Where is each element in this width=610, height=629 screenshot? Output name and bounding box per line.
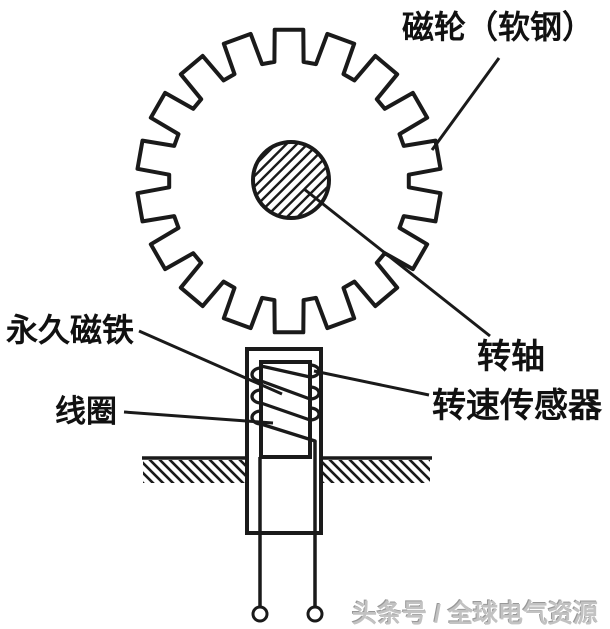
label-shaft: 转轴: [477, 338, 545, 376]
shaft-circle: [251, 140, 331, 220]
terminal-right: [306, 605, 324, 623]
mounting-wall-hatch-left: [143, 460, 247, 483]
leader-line-shaft: [303, 187, 491, 338]
leader-line-magnetic-wheel: [430, 57, 501, 151]
mounting-wall-hatch-right: [321, 460, 430, 483]
label-coil: 线圈: [55, 394, 117, 429]
terminal-left: [251, 605, 269, 623]
label-magnetic-wheel: 磁轮（软钢）: [402, 9, 595, 45]
sensor-housing-rect: [245, 347, 323, 535]
watermark-text: 头条号 / 全球电气资源: [352, 600, 598, 628]
gear-wheel-outline: [135, 27, 443, 335]
label-permanent-magnet: 永久磁铁: [6, 312, 135, 348]
leader-line-speed-sensor: [313, 369, 430, 397]
label-speed-sensor: 转速传感器: [432, 387, 602, 425]
leader-line-permanent-magnet: [138, 329, 283, 396]
coil-winding: [250, 363, 321, 443]
